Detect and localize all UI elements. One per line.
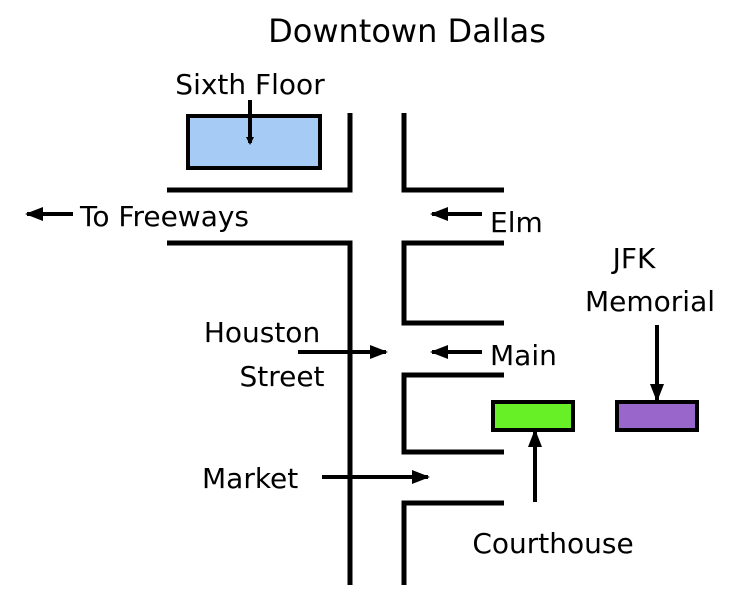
road-network bbox=[167, 113, 504, 585]
road-edge-houston-west bbox=[167, 240, 353, 585]
jfk-label-line1: JFK bbox=[611, 242, 656, 275]
houston-street-label-line2: Street bbox=[239, 360, 324, 393]
sixth-floor-label: Sixth Floor bbox=[175, 68, 325, 101]
houston-street-label-line1: Houston bbox=[204, 316, 320, 349]
road-edge-elm-north-west bbox=[167, 113, 353, 193]
main-street-label: Main bbox=[490, 339, 557, 372]
courthouse-building bbox=[491, 400, 575, 432]
market-street-label: Market bbox=[202, 462, 298, 495]
map-title: Downtown Dallas bbox=[268, 12, 546, 50]
jfk-memorial-building bbox=[615, 400, 699, 432]
to-freeways-label: To Freeways bbox=[79, 200, 249, 233]
road-edge-elm-north-east bbox=[401, 113, 504, 193]
jfk-label-line2: Memorial bbox=[585, 285, 715, 318]
road-edge-main-market-block bbox=[401, 372, 504, 455]
elm-street-label: Elm bbox=[490, 206, 543, 239]
sixth-floor-building bbox=[186, 114, 322, 170]
road-edge-elm-main-block bbox=[401, 240, 504, 326]
courthouse-label: Courthouse bbox=[472, 527, 633, 560]
road-edge-market-south bbox=[401, 500, 504, 585]
